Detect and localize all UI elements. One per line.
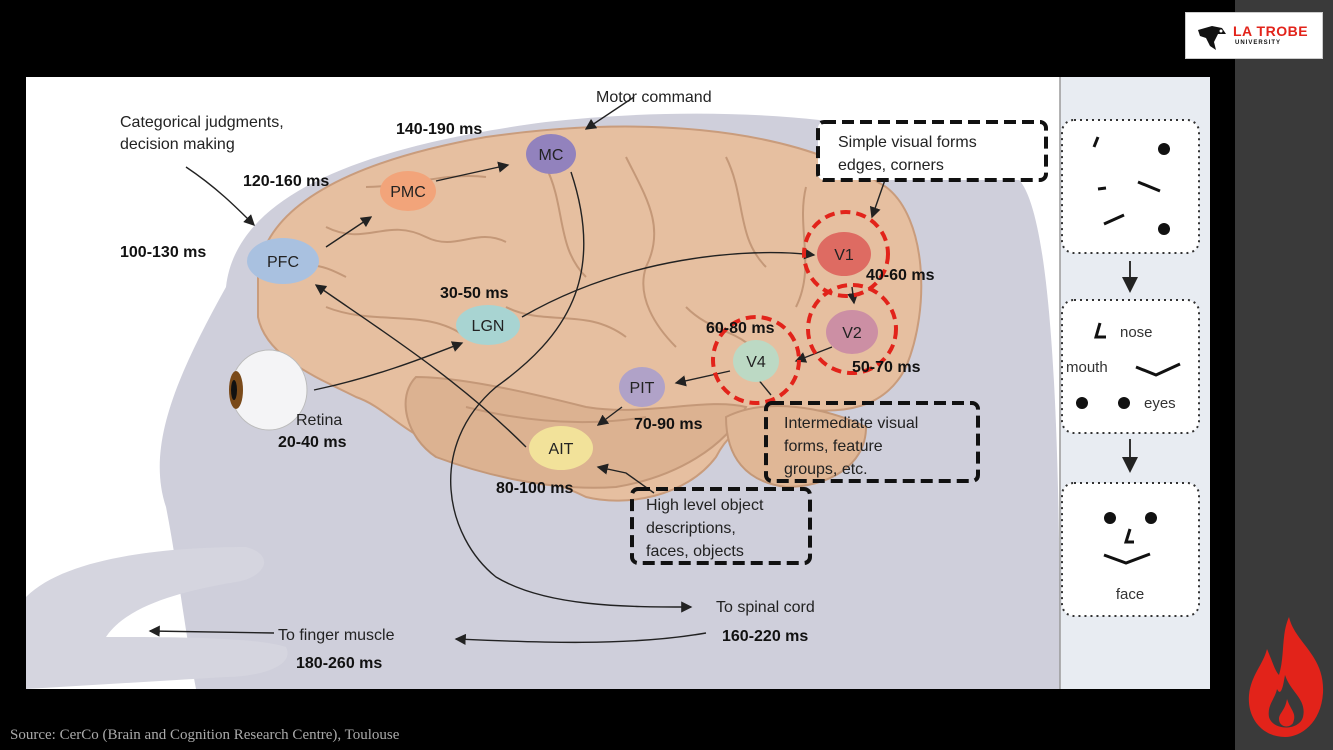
timing-pit: 70-90 ms [634,416,703,433]
node-label: PIT [630,380,655,397]
timing-v1: 40-60 ms [866,267,935,284]
timing-mc: 140-190 ms [396,121,482,138]
box-high-line-1: High level object [646,497,764,514]
label-spinal: To spinal cord [716,599,815,616]
panel-eyes: eyes [1144,395,1176,412]
node-label: AIT [549,441,574,458]
node-v1: V1 [817,232,871,276]
timing-finger: 180-260 ms [296,655,382,672]
node-lgn: LGN [456,305,520,345]
timing-lgn: 30-50 ms [440,285,509,302]
panel-face: face [1062,483,1199,616]
node-label: PFC [267,254,299,271]
node-mc: MC [526,134,576,174]
logo-subtitle: UNIVERSITY [1235,40,1281,46]
timing-v2: 50-70 ms [852,359,921,376]
flame-icon [1245,615,1327,740]
brain-diagram: MC PMC PFC LGN V1 V2 V4 PIT AIT 140-190 … [26,77,1210,689]
panel-features: nose mouth eyes [1062,300,1199,433]
logo-name: LA TROBE [1233,23,1308,39]
node-v4: V4 [733,340,779,382]
node-pmc: PMC [380,171,436,211]
node-label: MC [539,147,564,164]
box-high-line-2: descriptions, [646,520,736,537]
timing-pfc: 100-130 ms [120,244,206,261]
source-caption: Source: CerCo (Brain and Cognition Resea… [10,727,399,744]
box-intermediate-line-1: Intermediate visual [784,415,918,432]
box-high-line-3: faces, objects [646,543,744,560]
label-categorical-1: Categorical judgments, [120,114,284,131]
panel-nose: nose [1120,324,1153,341]
label-categorical-2: decision making [120,136,235,153]
label-retina: Retina [296,412,342,429]
node-pfc: PFC [247,238,319,284]
la-trobe-logo: LA TROBE UNIVERSITY [1185,12,1323,59]
panel-edges [1062,120,1199,253]
panel-mouth: mouth [1066,359,1108,376]
box-simple-line-2: edges, corners [838,157,944,174]
timing-pmc: 120-160 ms [243,173,329,190]
label-motor: Motor command [596,89,712,106]
box-simple-line-1: Simple visual forms [838,134,977,151]
node-label: V1 [834,247,854,264]
timing-retina: 20-40 ms [278,434,347,451]
node-label: PMC [390,184,426,201]
label-finger: To finger muscle [278,627,395,644]
brain-pathway-figure: MC PMC PFC LGN V1 V2 V4 PIT AIT 140-190 … [26,77,1210,689]
timing-v4: 60-80 ms [706,320,775,337]
node-ait: AIT [529,426,593,470]
node-label: V4 [746,354,766,371]
node-v2: V2 [826,310,878,354]
box-intermediate-line-3: groups, etc. [784,461,868,478]
box-intermediate-line-2: forms, feature [784,438,883,455]
node-label: V2 [842,325,862,342]
timing-ait: 80-100 ms [496,480,573,497]
timing-spinal: 160-220 ms [722,628,808,645]
node-pit: PIT [619,367,665,407]
eagle-icon [1192,16,1232,56]
node-label: LGN [472,318,505,335]
panel-face-label: face [1116,586,1144,603]
